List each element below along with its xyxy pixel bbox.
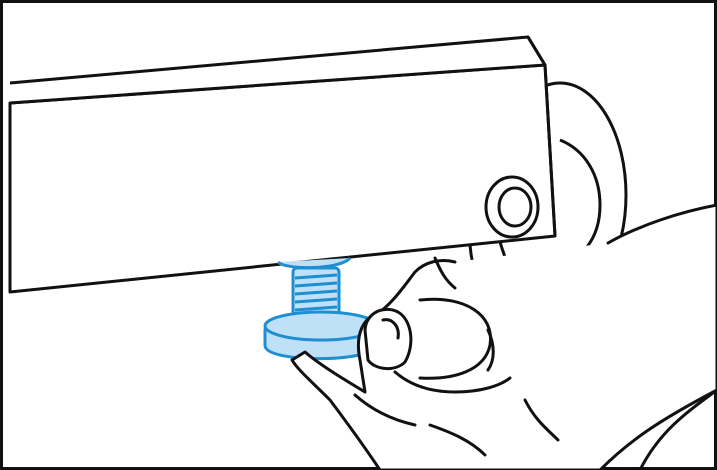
axle-bolt xyxy=(486,177,538,237)
chassis-rail xyxy=(10,37,555,292)
